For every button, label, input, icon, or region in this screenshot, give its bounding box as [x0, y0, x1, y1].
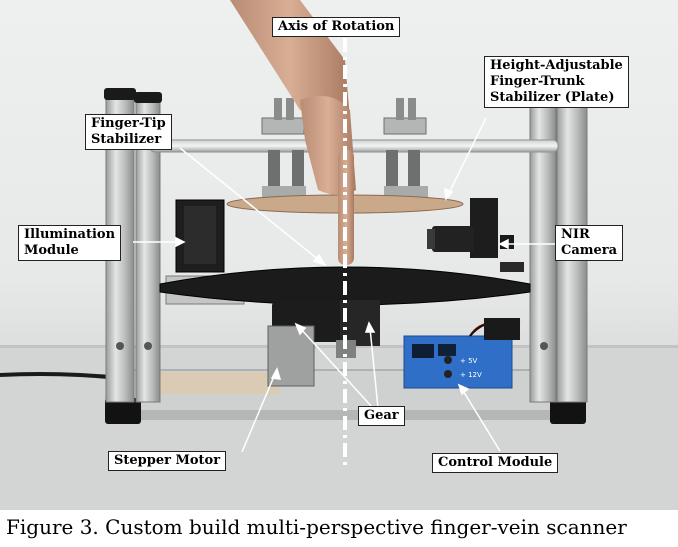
nir-line1: NIR	[561, 227, 590, 242]
height-adjustable-line1: Height-Adjustable	[490, 58, 623, 73]
scanner-photo: + 5V + 12V Axis of Rot	[0, 0, 678, 510]
figure-caption: Figure 3. Custom build multi-perspective…	[6, 515, 627, 539]
illumination-line1: Illumination	[24, 227, 116, 242]
height-adjustable-line3: Stabilizer (Plate)	[490, 90, 615, 105]
label-control-module: Control Module	[432, 453, 559, 473]
plus-12v-text: + 12V	[460, 371, 482, 379]
label-illumination-module: Illumination Module	[18, 225, 122, 261]
plus-5v-text: + 5V	[460, 357, 478, 365]
scanner-illustration: + 5V + 12V	[0, 0, 678, 510]
finger-tip-line1: Finger-Tip	[91, 116, 166, 131]
nir-line2: Camera	[561, 243, 618, 258]
label-nir-camera: NIR Camera	[555, 225, 624, 261]
label-axis-of-rotation: Axis of Rotation	[272, 17, 401, 37]
label-finger-tip-stabilizer: Finger-Tip Stabilizer	[85, 114, 172, 150]
control-module-text: Control Module	[438, 455, 553, 470]
height-adjustable-line2: Finger-Trunk	[490, 74, 585, 89]
illumination-line2: Module	[24, 243, 79, 258]
label-stepper-motor: Stepper Motor	[108, 451, 227, 471]
label-height-adjustable-stabilizer: Height-Adjustable Finger-Trunk Stabilize…	[484, 56, 629, 108]
stepper-motor-text: Stepper Motor	[114, 453, 221, 468]
finger-tip-line2: Stabilizer	[91, 132, 162, 147]
label-gear: Gear	[358, 406, 405, 426]
axis-of-rotation-text: Axis of Rotation	[278, 19, 395, 34]
gear-text: Gear	[364, 408, 399, 423]
